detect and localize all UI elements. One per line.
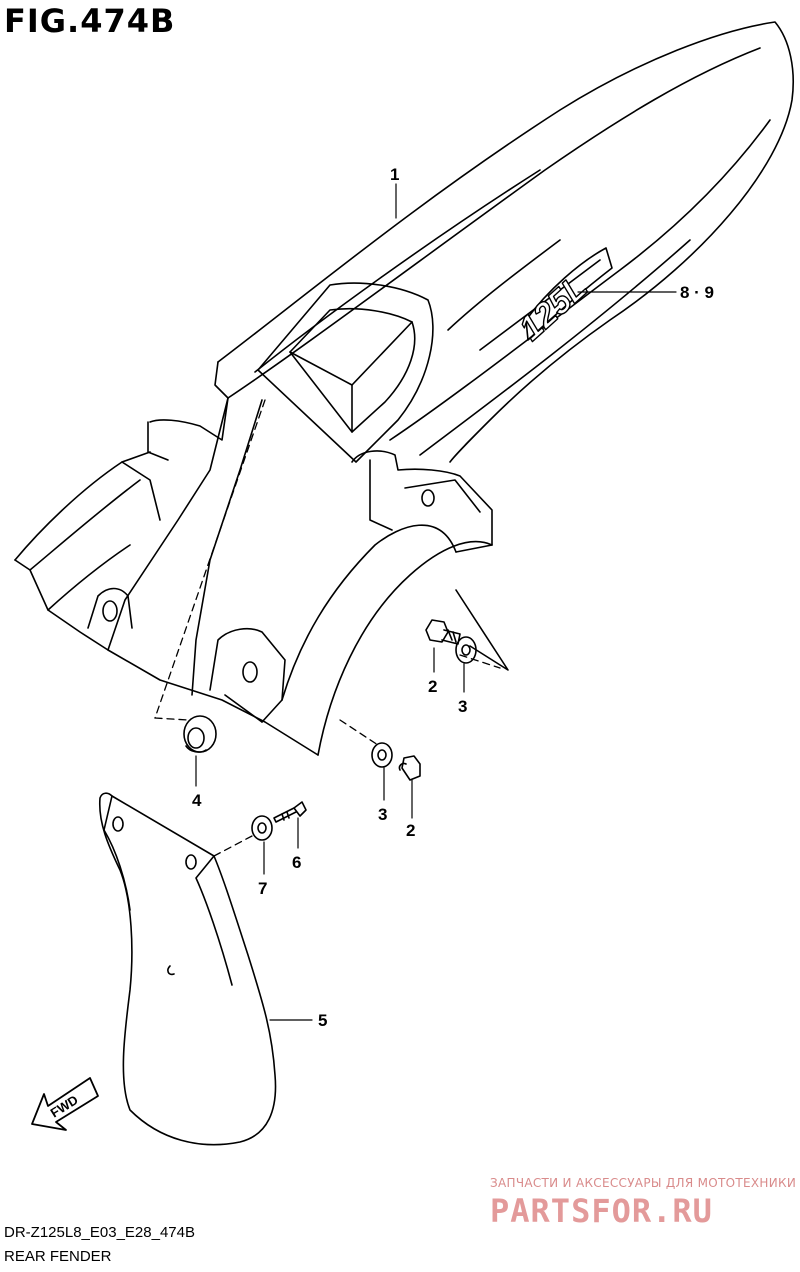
assembly-lines: [154, 399, 501, 857]
model-code: DR-Z125L8_E03_E28_474B: [4, 1224, 195, 1241]
forward-direction-arrow: FWD: [31, 1077, 99, 1131]
callout-2-lower: 2: [406, 821, 415, 840]
callout-6: 6: [292, 853, 301, 872]
callout-3-lower: 3: [378, 805, 387, 824]
bolt-part-2-lower: [398, 755, 421, 781]
pointer-wedge: [455, 589, 509, 671]
mud-flap-part-5: [98, 792, 277, 1146]
leader-lines: [195, 183, 677, 1021]
callout-3-upper: 3: [458, 697, 467, 716]
rear-fender-part-1: 125L: [14, 21, 795, 756]
callout-8-9: 8 · 9: [680, 283, 714, 302]
callout-2-upper: 2: [428, 677, 437, 696]
callout-5: 5: [318, 1011, 327, 1030]
decal-text: 125L: [512, 268, 595, 348]
callout-labels: 1 8 · 9 2 3 4 3 2 6 7 5: [192, 165, 714, 1030]
watermark-tagline: ЗАПЧАСТИ И АКСЕССУАРЫ ДЛЯ МОТОТЕХНИКИ: [490, 1176, 797, 1190]
washer-part-3-upper: [455, 636, 477, 664]
washer-part-3-lower: [371, 742, 393, 768]
callout-7: 7: [258, 879, 267, 898]
bolt-part-2-upper: [425, 619, 461, 645]
watermark-brand: PARTSFOR.RU: [490, 1192, 713, 1230]
screw-part-6: [273, 801, 307, 823]
washer-part-7: [251, 815, 273, 841]
grommet-part-4: [183, 715, 217, 753]
figure-title: FIG.474B: [4, 2, 176, 40]
section-name: REAR FENDER: [4, 1248, 112, 1265]
callout-4: 4: [192, 791, 202, 810]
callout-1: 1: [390, 165, 399, 184]
